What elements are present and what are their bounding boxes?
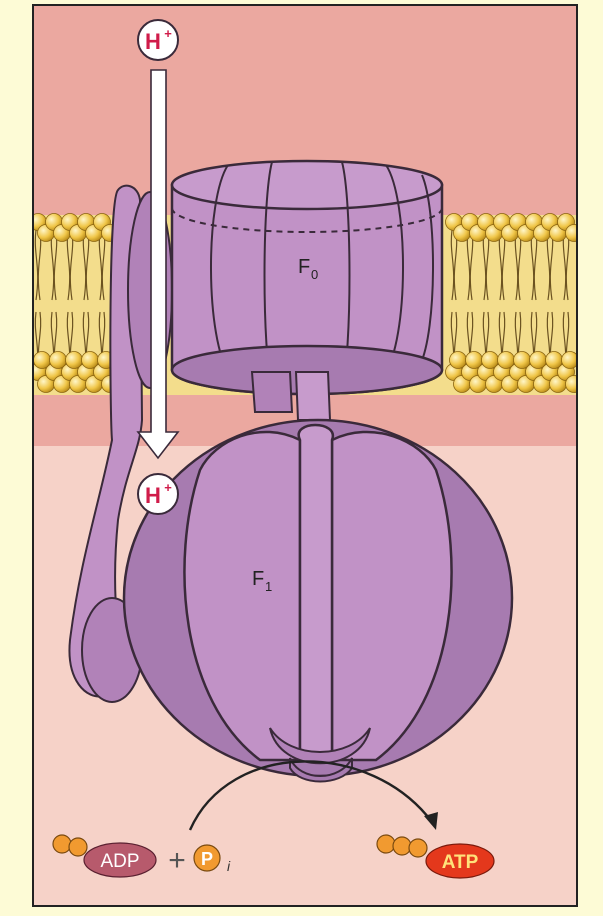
lipid-head <box>450 352 467 369</box>
proton-bottom-label: H <box>145 483 161 508</box>
lipid-head <box>82 352 99 369</box>
f1-subscript: 1 <box>265 579 272 594</box>
lipid-head <box>34 352 51 369</box>
f0-subscript: 0 <box>311 267 318 282</box>
atp-phosphate-2 <box>393 837 411 855</box>
proton-top-label: H <box>145 29 161 54</box>
plus-sign: + <box>168 844 186 877</box>
adp-phosphate-2 <box>69 838 87 856</box>
lipid-head <box>498 352 515 369</box>
lipid-head <box>50 352 67 369</box>
lipid-head <box>562 352 579 369</box>
lipid-head <box>66 352 83 369</box>
pi-label: P <box>201 849 213 869</box>
f0-label: F <box>298 256 310 278</box>
adp-label: ADP <box>100 851 139 872</box>
proton-badge-bottom: H + <box>138 474 178 514</box>
lipid-head <box>566 376 583 393</box>
proton-badge-top: H + <box>138 20 178 60</box>
lipid-head <box>530 352 547 369</box>
central-stalk <box>252 372 330 420</box>
atp-phosphate-3 <box>409 839 427 857</box>
lipid-head <box>466 352 483 369</box>
lipid-head <box>514 352 531 369</box>
proton-bottom-charge: + <box>164 480 172 495</box>
proton-top-charge: + <box>164 26 172 41</box>
adp-phosphate-1 <box>53 835 71 853</box>
atp-label: ATP <box>442 852 479 873</box>
atp-phosphate-1 <box>377 835 395 853</box>
f1-label: F <box>252 568 264 590</box>
lipid-head <box>482 352 499 369</box>
lipid-head <box>546 352 563 369</box>
lipid-head <box>566 225 583 242</box>
